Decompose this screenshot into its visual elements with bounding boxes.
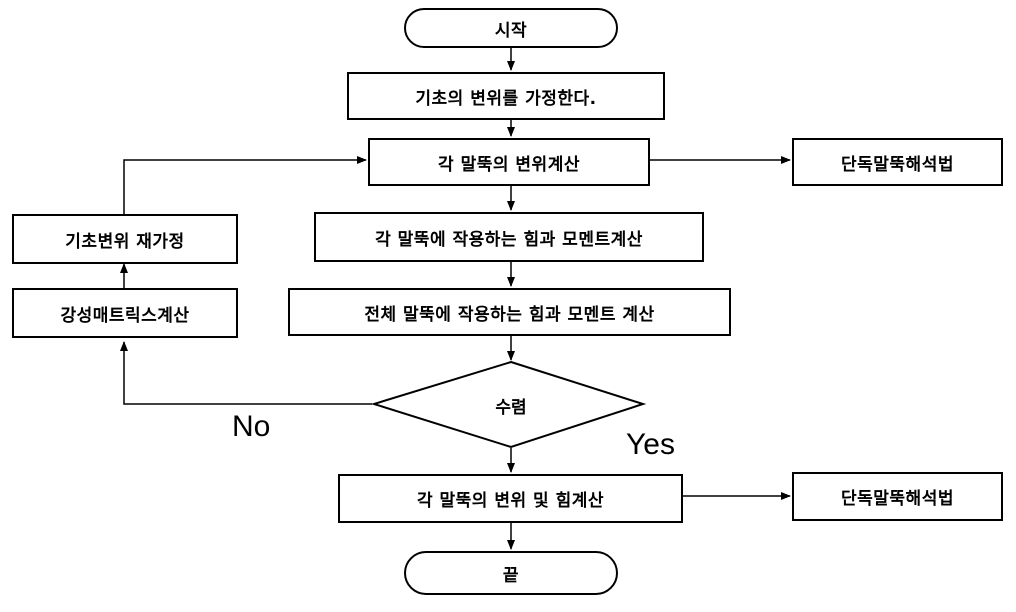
single-pile-analysis-box-2: 단독말뚝해석법 (792, 472, 1003, 521)
convergence-diamond-shape (370, 360, 647, 449)
no-edge-label: No (232, 410, 271, 443)
end-node: 끝 (404, 551, 618, 595)
final-displacement-force-box: 각 말뚝의 변위 및 힘계산 (338, 474, 683, 523)
convergence-decision-label: 수렴 (495, 397, 527, 418)
edge-reassume-to-calc (123, 156, 367, 214)
start-node: 시작 (404, 8, 618, 48)
calc-pile-displacement-box: 각 말뚝의 변위계산 (368, 138, 650, 186)
assume-displacement-box: 기초의 변위를 가정한다. (347, 72, 665, 120)
yes-edge-label: Yes (626, 428, 675, 461)
total-force-moment-box: 전체 말뚝에 작용하는 힘과 모멘트 계산 (288, 288, 731, 336)
pile-force-moment-box: 각 말뚝에 작용하는 힘과 모멘트계산 (314, 212, 704, 262)
edge-convergence-no (120, 341, 372, 405)
reassume-foundation-box: 기초변위 재가정 (12, 214, 238, 264)
stiffness-matrix-box: 강성매트릭스계산 (12, 288, 238, 338)
single-pile-analysis-box-1: 단독말뚝해석법 (792, 138, 1003, 186)
